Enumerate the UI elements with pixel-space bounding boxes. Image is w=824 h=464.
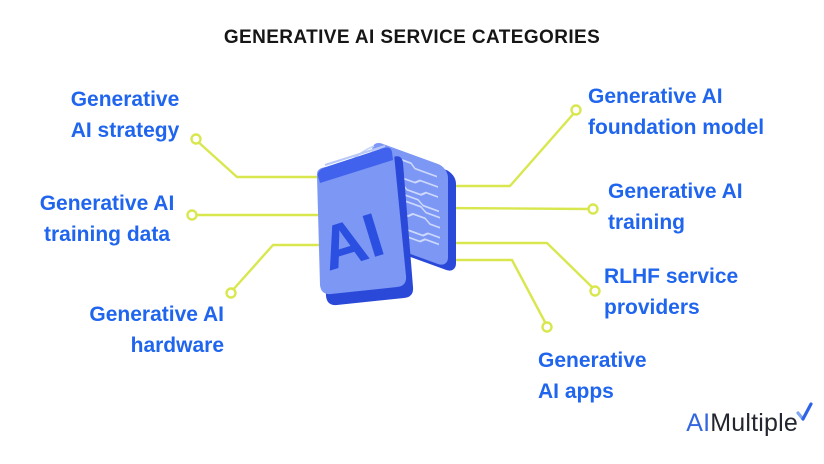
label-line: Generative AI: [39, 192, 175, 215]
logo-text-multiple: Multiple: [710, 409, 798, 437]
label-generative-ai-hardware: Generative AI hardware: [40, 299, 224, 361]
connector-lines: [193, 111, 595, 325]
label-line: foundation model: [588, 116, 765, 139]
label-line: Generative AI: [588, 85, 723, 108]
logo-text-ai: AI: [686, 409, 711, 437]
aimultiple-logo: AIMultiple: [686, 402, 813, 438]
label-generative-ai-training: Generative AI training: [608, 176, 743, 238]
label-line: RLHF service: [604, 265, 739, 288]
label-rlhf-service-providers: RLHF service providers: [604, 261, 738, 323]
label-line: Generative: [538, 349, 647, 372]
label-generative-ai-training-data: Generative AI training data: [23, 188, 191, 250]
label-line: Generative: [70, 88, 180, 111]
label-line: providers: [604, 296, 700, 319]
label-line: Generative AI: [89, 303, 224, 326]
label-generative-ai-strategy: Generative AI strategy: [55, 84, 195, 146]
label-line: AI strategy: [70, 119, 180, 142]
label-line: Generative AI: [608, 180, 743, 203]
label-line: training data: [43, 223, 170, 246]
ai-chip-icon: AI: [312, 145, 414, 306]
logo-check-icon: [796, 402, 813, 421]
page-title: GENERATIVE AI SERVICE CATEGORIES: [223, 27, 601, 48]
label-line: training: [608, 211, 685, 234]
connector-endpoints: [186, 104, 601, 333]
label-generative-ai-foundation-model: Generative AI foundation model: [588, 81, 764, 143]
label-line: hardware: [130, 334, 224, 357]
label-generative-ai-apps: Generative AI apps: [538, 345, 647, 407]
label-line: AI apps: [538, 380, 614, 403]
